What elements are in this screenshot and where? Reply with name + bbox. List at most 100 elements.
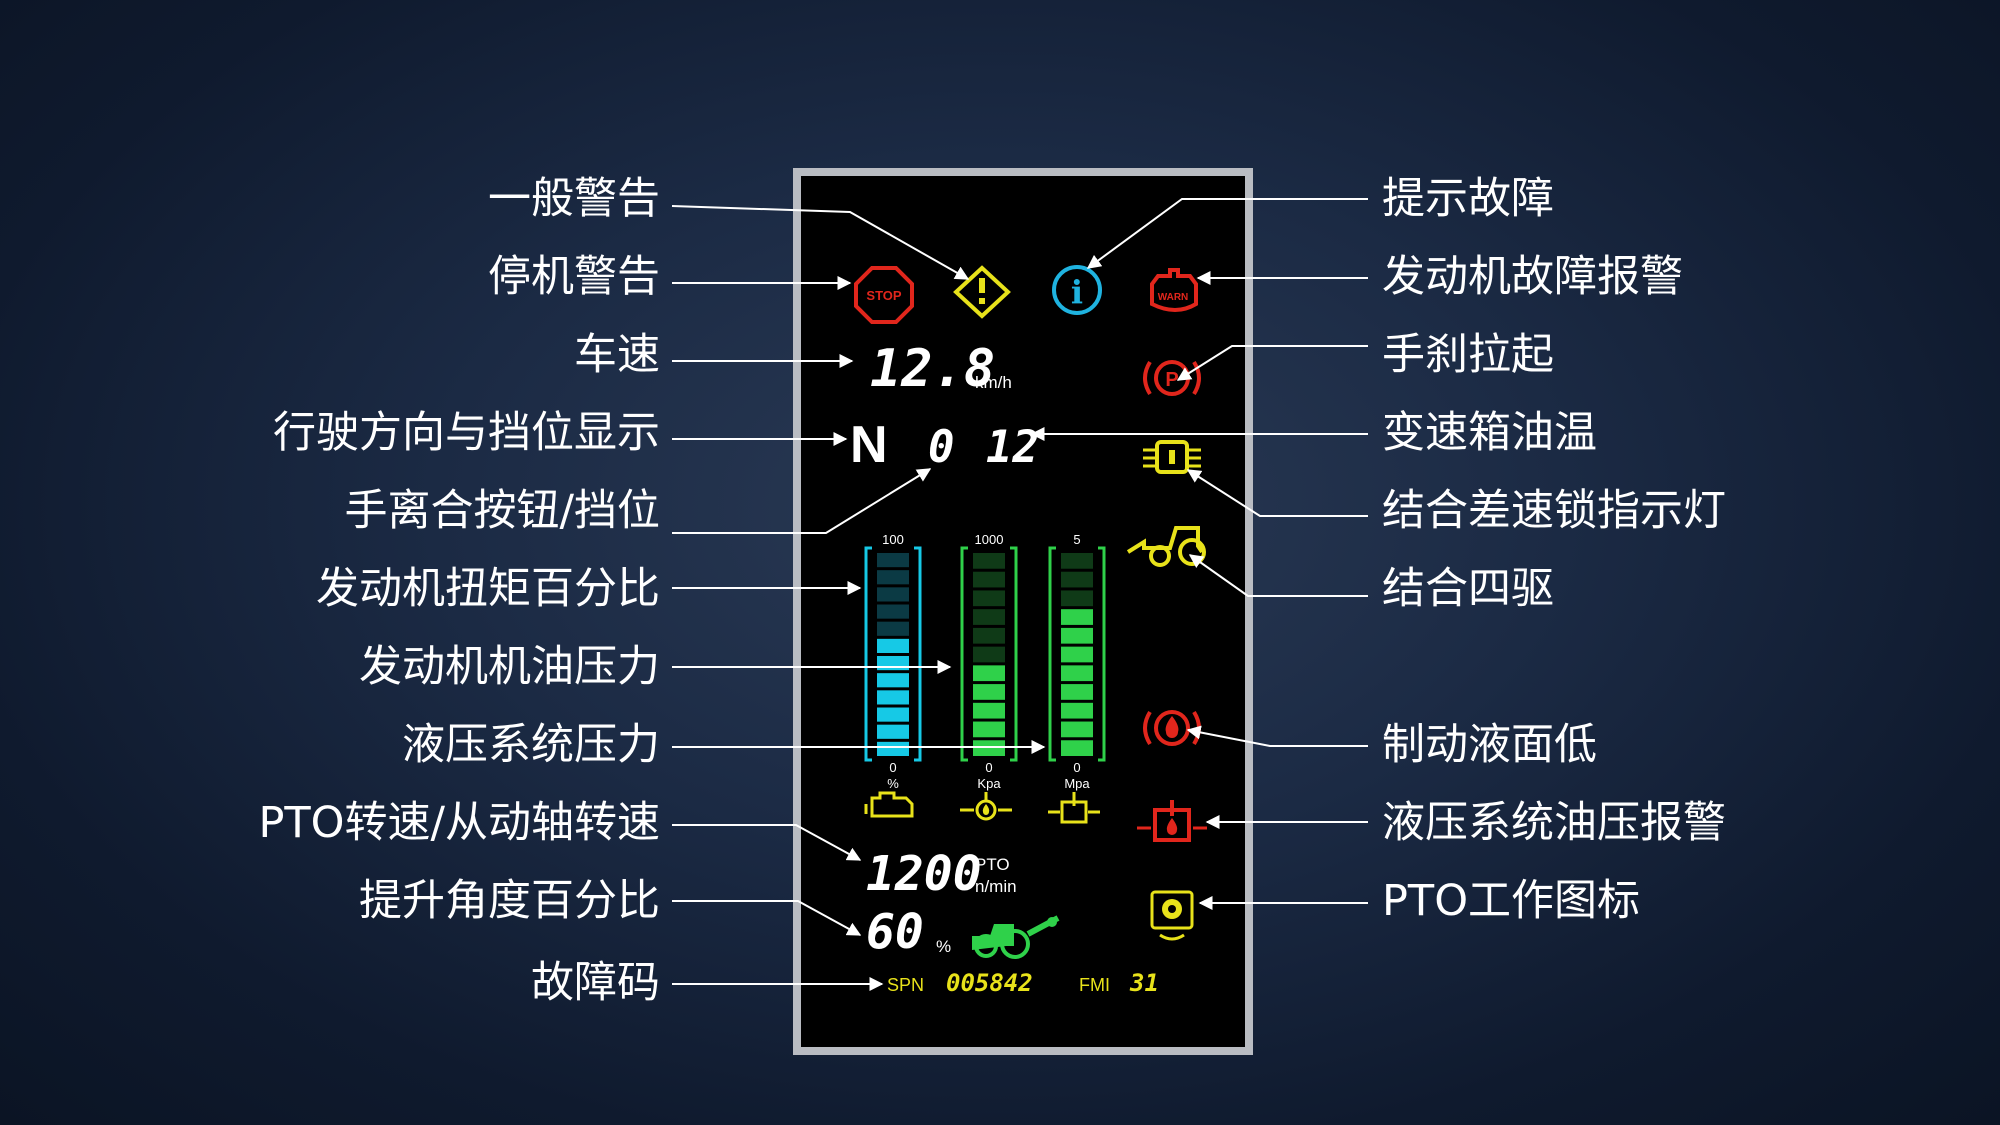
engine-check-icon <box>864 791 914 818</box>
left-callouts <box>671 205 1046 991</box>
svg-text:i: i <box>1071 273 1083 311</box>
bar-unit-label: Kpa <box>977 776 1001 791</box>
bar-top-label: 5 <box>1073 532 1080 547</box>
label-stop-warning: 停机警告 <box>488 252 660 302</box>
bar-segment <box>1061 646 1093 663</box>
pto-unit: n/min <box>975 877 1017 896</box>
pto-label: PTO <box>975 855 1010 874</box>
bar-bottom-label: 0 <box>1073 760 1080 775</box>
label-clutch-gear: 手离合按钮/挡位 <box>344 486 661 536</box>
label-four-wheel-drive: 结合四驱 <box>1382 564 1554 614</box>
bar-top-label: 100 <box>882 532 904 547</box>
bar-segment <box>877 553 909 568</box>
bar-unit-label: Mpa <box>1064 776 1090 791</box>
parking-brake-icon: P <box>1143 360 1201 396</box>
label-parking-brake: 手刹拉起 <box>1382 330 1554 380</box>
bar-segment <box>1061 553 1093 569</box>
oil-pressure-icon <box>960 792 1012 821</box>
lift-unit: % <box>936 937 951 956</box>
bar-segment <box>973 627 1005 644</box>
fmi-label: FMI <box>1079 975 1110 995</box>
bar-segment <box>1061 609 1093 625</box>
bar-segment <box>877 741 909 756</box>
gear-value: 12 <box>986 422 1039 473</box>
bar-segment <box>1061 702 1093 719</box>
bar-segment <box>973 553 1005 569</box>
engine-warn-icon: WARN <box>1150 268 1198 312</box>
label-pto-speed: PTO转速/从动轴转速 <box>258 798 660 848</box>
pto-value: 1200 <box>866 846 982 902</box>
bar-segment <box>973 702 1005 719</box>
bar-segment <box>1061 627 1093 644</box>
label-pto-icon: PTO工作图标 <box>1382 876 1641 926</box>
label-general-warning: 一般警告 <box>488 174 660 224</box>
label-engine-fault-alarm: 发动机故障报警 <box>1382 252 1683 302</box>
bar-segment <box>877 707 909 722</box>
bar-segment <box>877 570 909 585</box>
label-vehicle-speed: 车速 <box>574 330 660 380</box>
bar-bottom-label: 0 <box>889 760 896 775</box>
speed-unit: km/h <box>975 373 1012 392</box>
bar-bracket <box>1048 546 1106 762</box>
info-fault-icon: i <box>1052 265 1102 315</box>
speed-value: 12.8 <box>870 339 995 399</box>
bar-segment <box>877 621 909 636</box>
bar-segment <box>1061 740 1093 756</box>
bar-segment <box>1061 665 1093 682</box>
bar-segment <box>877 638 909 653</box>
bar-segment <box>973 590 1005 607</box>
label-lift-angle: 提升角度百分比 <box>359 876 660 926</box>
bar-segment <box>973 571 1005 588</box>
label-hydraulic-pressure: 液压系统压力 <box>402 720 660 770</box>
label-fault-code: 故障码 <box>531 958 660 1008</box>
pto-working-icon <box>1150 890 1194 941</box>
svg-text:P: P <box>1165 369 1178 391</box>
bar-bottom-label: 0 <box>985 760 992 775</box>
warn-text: WARN <box>1158 292 1189 303</box>
bar-segment <box>973 721 1005 738</box>
label-direction-gear: 行驶方向与挡位显示 <box>273 408 660 458</box>
bar-segment <box>1061 684 1093 700</box>
bar-top-label: 1000 <box>975 532 1004 547</box>
bar-segment <box>877 690 909 705</box>
label-brake-fluid-low: 制动液面低 <box>1382 720 1597 770</box>
bar-segment <box>973 740 1005 756</box>
brake-fluid-icon <box>1143 710 1201 746</box>
bar-segment <box>1061 721 1093 738</box>
general-warning-icon <box>953 265 1011 319</box>
bar-segment <box>973 646 1005 663</box>
bar-segment <box>973 684 1005 700</box>
bar-segment <box>877 604 909 619</box>
label-diff-lock: 结合差速锁指示灯 <box>1382 486 1726 536</box>
hydraulic-icon <box>1048 792 1100 824</box>
clutch-gear-value: 0 <box>928 422 955 473</box>
bar-segment <box>877 724 909 739</box>
bar-segment <box>877 587 909 602</box>
bar-segment <box>1061 571 1093 588</box>
tractor-lift-icon <box>972 915 1060 959</box>
bar-segment <box>973 665 1005 682</box>
label-transmission-oil-temp: 变速箱油温 <box>1382 408 1597 458</box>
bar-unit-label: % <box>887 776 899 791</box>
bar-segment <box>877 673 909 688</box>
fmi-value: 31 <box>1129 969 1159 997</box>
bar-bracket <box>864 546 922 762</box>
four-wheel-drive-icon <box>1126 526 1206 567</box>
transmission-temp-icon <box>1143 440 1201 474</box>
right-callouts <box>1030 198 1368 910</box>
stop-text: STOP <box>866 288 901 303</box>
hydraulic-pressure-alarm-icon <box>1137 800 1207 842</box>
label-engine-oil-pressure: 发动机机油压力 <box>359 642 660 692</box>
direction-value: N <box>850 416 888 474</box>
bar-segment <box>973 609 1005 625</box>
spn-label: SPN <box>887 975 924 995</box>
label-info-fault: 提示故障 <box>1382 174 1554 224</box>
bar-segment <box>877 656 909 671</box>
spn-value: 005842 <box>946 969 1033 997</box>
stop-warning-icon: STOP <box>854 266 914 324</box>
bar-segment <box>1061 590 1093 607</box>
lift-value: 60 <box>866 904 924 960</box>
label-engine-torque: 发动机扭矩百分比 <box>316 564 660 614</box>
